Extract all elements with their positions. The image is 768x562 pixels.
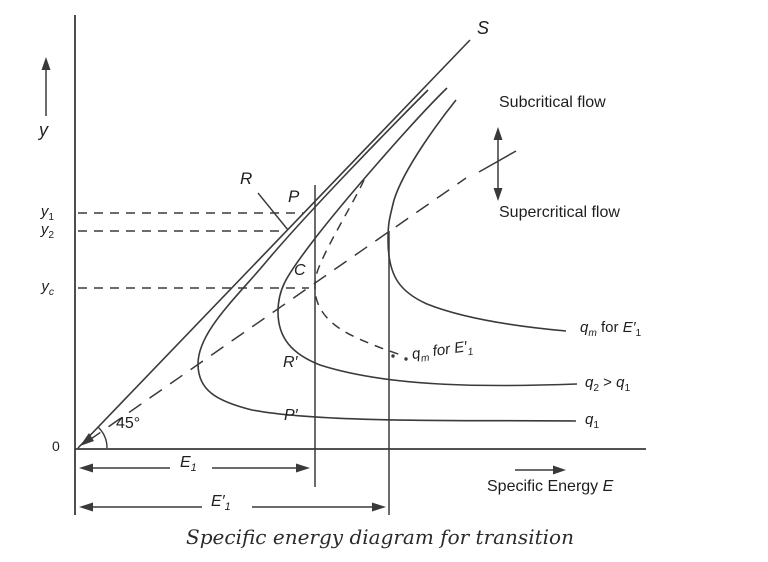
qm-right-q-sub: m — [588, 328, 597, 339]
y-axis-label: y — [39, 120, 48, 140]
q2-sub: 2 — [593, 383, 600, 394]
yc-sub: c — [48, 287, 54, 298]
curve-label-q2-gt-q1: q2 > q1 — [585, 374, 631, 394]
curve-label-qm-for-E1-prime-right: qm for E′1 — [580, 319, 642, 339]
critical-line-origin-arrowhead — [80, 433, 94, 446]
dashed-curve-dot — [391, 354, 395, 358]
gt-operator: > — [599, 374, 617, 391]
y-direction-arrowhead — [41, 57, 51, 70]
qm-right-e: E′ — [622, 319, 636, 336]
angle-arc — [97, 427, 108, 449]
q1-label-sub: 1 — [593, 420, 600, 431]
curve-q1 — [197, 89, 577, 422]
q1-sub: 1 — [624, 383, 631, 394]
flow-regime-up-arrowhead — [493, 127, 503, 140]
curve-label-q1: q1 — [585, 411, 600, 431]
qm-right-for: for — [596, 319, 623, 336]
y1-base: y — [40, 203, 49, 220]
curve-q2 — [277, 87, 578, 387]
y2-base: y — [40, 221, 49, 238]
supercritical-flow-label: Supercritical flow — [499, 204, 620, 221]
depth-label-y1: y1 — [22, 203, 54, 223]
dimension-label-E1: E1 — [180, 454, 197, 475]
q2-base: q — [585, 374, 594, 391]
E1-base: E — [180, 454, 191, 471]
point-label-r-prime: R′ — [283, 354, 298, 371]
qm-right-q: q — [580, 319, 589, 336]
point-label-s: S — [477, 18, 490, 38]
E1-right-arrowhead — [296, 463, 310, 473]
subcritical-flow-label: Subcritical flow — [499, 94, 606, 111]
flow-regime-down-arrowhead — [493, 188, 503, 201]
y1-sub: 1 — [48, 212, 54, 223]
E1-prime-right-arrowhead — [372, 502, 386, 512]
line-45-degree — [77, 39, 471, 449]
E1-prime-base: E′ — [211, 493, 225, 510]
y2-sub: 2 — [48, 230, 54, 241]
dashed-curve-dot — [404, 357, 408, 361]
E1-prime-left-arrowhead — [79, 502, 93, 512]
E1-left-arrowhead — [79, 463, 93, 473]
origin-label: 0 — [52, 438, 60, 454]
point-label-p-prime: P′ — [284, 407, 298, 424]
E1-sub: 1 — [190, 462, 197, 475]
angle-label: 45° — [116, 415, 141, 432]
dimension-label-E1-prime: E′1 — [211, 493, 231, 514]
figure-caption: Specific energy diagram for transition — [186, 525, 574, 549]
point-label-p: P — [288, 187, 300, 206]
x-axis-label: Specific Energy E — [487, 478, 614, 496]
depth-label-y2: y2 — [22, 221, 54, 241]
curve-qm-dashed — [314, 179, 405, 357]
qm-mid-e: E′ — [453, 338, 469, 357]
x-axis-label-text: Specific Energy — [487, 478, 603, 495]
yc-base: y — [41, 278, 49, 295]
curve-qm-E1-prime — [387, 99, 567, 332]
q1-base: q — [616, 374, 625, 391]
depth-label-yc: yc — [22, 278, 54, 298]
point-label-r: R — [240, 169, 253, 188]
q1-label-base: q — [585, 411, 594, 428]
E1-prime-sub: 1 — [224, 501, 231, 514]
qm-mid-for: for — [427, 340, 456, 361]
critical-state-dashed-line — [87, 177, 467, 442]
x-axis-label-var: E — [602, 478, 614, 495]
x-direction-arrowhead — [553, 465, 566, 475]
point-r-leader-line — [257, 192, 289, 231]
qm-right-e-sub: 1 — [635, 328, 642, 339]
point-label-c: C — [294, 262, 306, 279]
